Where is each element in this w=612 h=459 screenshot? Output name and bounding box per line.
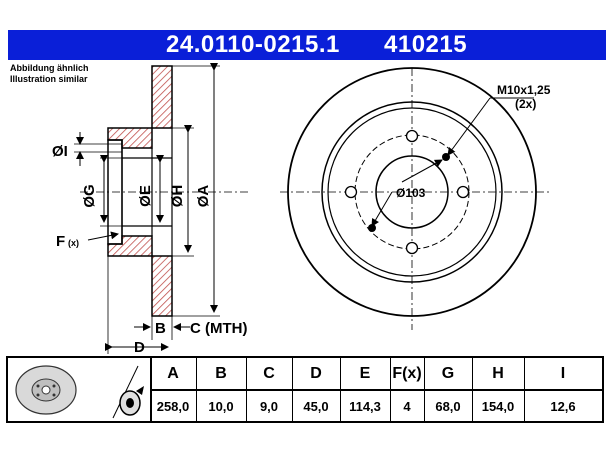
table-header-2: C — [263, 364, 275, 382]
table-header-4: E — [359, 364, 371, 382]
wear-icon — [119, 386, 144, 416]
section-lower — [107, 235, 173, 317]
bolt-hole-top — [405, 129, 419, 143]
table-header-7: H — [492, 364, 504, 382]
table-value-6: 68,0 — [435, 398, 461, 414]
note-line-de: Abbildung ähnlich — [10, 63, 89, 73]
table-value-5: 4 — [403, 398, 411, 414]
table-value-3: 45,0 — [303, 398, 329, 414]
table-header-0: A — [167, 364, 179, 382]
label-dim-i: ØI — [52, 143, 68, 160]
label-bolt-count: (2x) — [515, 97, 536, 111]
bolt-hole-bottom — [405, 241, 419, 255]
table-header-8: I — [560, 364, 566, 382]
table-header-3: D — [310, 364, 322, 382]
table-value-2: 9,0 — [259, 398, 279, 414]
header-bar: 24.0110-0215.1 410215 — [8, 30, 606, 60]
label-pcd: Ø103 — [396, 186, 426, 200]
friction-inner-circle — [321, 101, 503, 283]
disc-outer-circle — [287, 67, 537, 317]
centre-bore — [375, 155, 449, 229]
bolt-hole-left — [344, 185, 358, 199]
dimensions-table: A 258,0 B 10,0 C 9,0 D 45,0 E 114,3 F(x) 4 G 68,0 H 154… — [6, 356, 604, 423]
disc-thumbnail-icon — [15, 365, 144, 419]
label-b: B — [155, 320, 166, 337]
label-bolt-size: M10x1,25 — [497, 83, 551, 97]
illustration-note: Abbildung ähnlich Illustration similar — [10, 63, 89, 85]
table-value-1: 10,0 — [208, 398, 234, 414]
note-line-en: Illustration similar — [10, 74, 88, 84]
table-header-1: B — [215, 364, 227, 382]
part-number: 24.0110-0215.1 — [166, 31, 340, 58]
reference-number: 410215 — [384, 31, 468, 58]
disc-thumbnail — [8, 358, 152, 421]
label-dim-h: ØH — [169, 185, 186, 208]
label-c-mth: C (MTH) — [190, 320, 247, 337]
front-view — [280, 67, 550, 330]
table-header-6: G — [441, 364, 455, 382]
side-section-view — [74, 63, 250, 354]
label-dim-a: ØA — [195, 185, 212, 208]
label-f-sub: (x) — [68, 238, 79, 248]
table-header-5: F(x) — [392, 364, 422, 382]
bolt-hole-right — [456, 185, 470, 199]
table-value-0: 258,0 — [156, 398, 190, 414]
label-dim-e: ØE — [137, 185, 154, 207]
table-value-4: 114,3 — [349, 398, 381, 414]
table-value-8: 12,6 — [550, 398, 576, 414]
hat-circle — [327, 107, 497, 277]
table-value-7: 154,0 — [481, 398, 515, 414]
label-d: D — [134, 339, 145, 356]
label-dim-g: ØG — [81, 184, 98, 207]
table-row-divider — [150, 389, 602, 391]
section-upper — [107, 65, 173, 149]
label-f: F — [56, 233, 65, 250]
